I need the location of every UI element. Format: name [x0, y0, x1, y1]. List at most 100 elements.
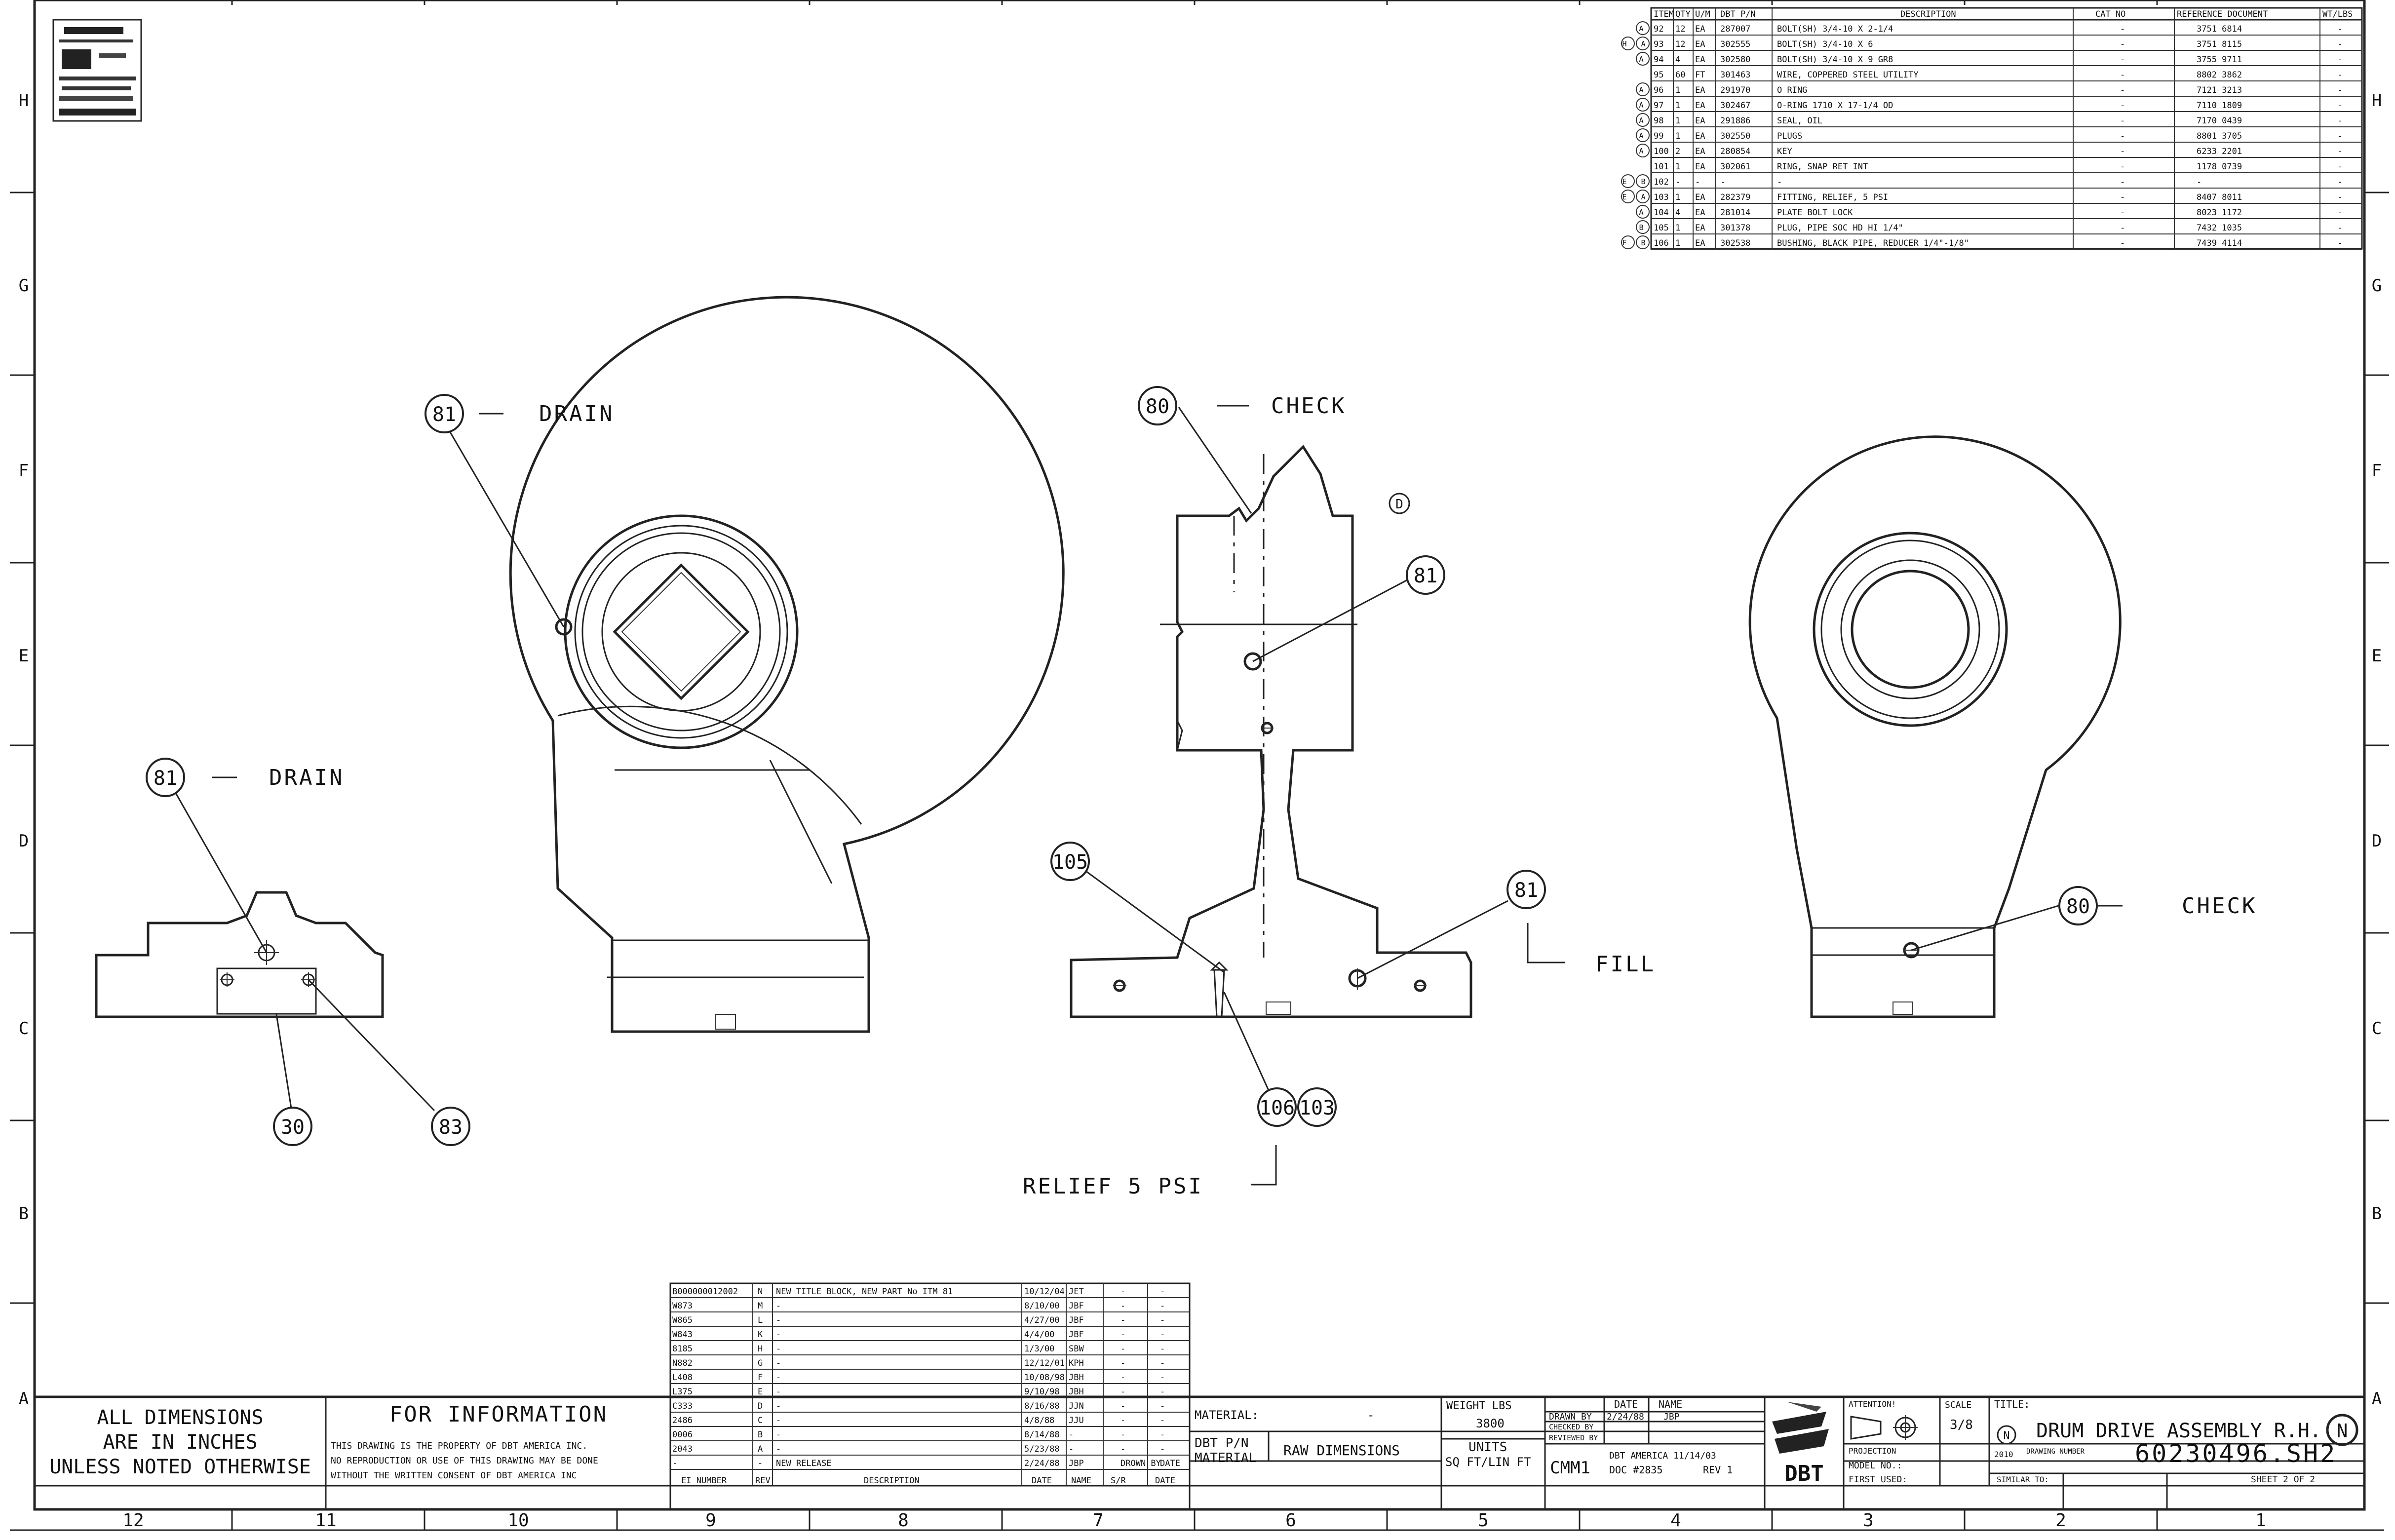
rev-cell-desc: - — [776, 1344, 781, 1354]
rev-cell-ei: 2043 — [672, 1444, 693, 1454]
doc-number: DOC #2835 — [1609, 1464, 1662, 1476]
pl-cell-qty: 1 — [1675, 85, 1680, 95]
pl-cell-desc: FITTING, RELIEF, 5 PSI — [1777, 192, 1888, 202]
pl-cell-qty: 1 — [1675, 101, 1680, 111]
view-back-right — [1748, 435, 2123, 1018]
pl-cell-ref: 6233 2201 — [2197, 147, 2242, 156]
rev-cell-a: - — [1120, 1315, 1125, 1325]
date-header: DATE — [1614, 1398, 1638, 1410]
pl-cell-qty: 60 — [1675, 70, 1685, 80]
rev-head: DATE — [1155, 1476, 1175, 1486]
rev-cell-date: 1/3/00 — [1024, 1344, 1054, 1354]
pl-cell-um: EA — [1695, 208, 1705, 218]
material-label-2: MATERIAL — [1195, 1451, 1256, 1465]
rev-cell-ei: W843 — [672, 1330, 693, 1340]
pl-cell-cat: - — [2120, 238, 2125, 248]
pl-cell-pn: 302550 — [1720, 131, 1750, 141]
pl-cell-pn: 281014 — [1720, 208, 1750, 218]
rev-marker-d-text: D — [1395, 497, 1403, 512]
all-dims-line3: UNLESS NOTED OTHERWISE — [49, 1456, 311, 1478]
rev-cell-desc: - — [776, 1315, 781, 1325]
pl-cell-wt: - — [2337, 116, 2342, 126]
pl-cell-item: 92 — [1654, 24, 1663, 34]
attention-label: ATTENTION! — [1849, 1399, 1896, 1409]
pl-cell-pn: 301463 — [1720, 70, 1750, 80]
pl-cell-desc: KEY — [1777, 147, 1792, 156]
parts-list-table: ITEM QTY U/M DBT P/N DESCRIPTION CAT NO … — [1621, 7, 2363, 250]
pl-cell-qty: 1 — [1675, 162, 1680, 172]
grid-row-d-left: D — [19, 831, 29, 851]
grid-row-labels: H G F E D C B A H G F E D C B A — [19, 91, 2382, 1409]
all-dims-line1: ALL DIMENSIONS — [97, 1406, 263, 1429]
pl-cell-um: EA — [1695, 85, 1705, 95]
pl-rev-mark-icon — [1621, 37, 1635, 50]
grid-row-e-left: E — [19, 646, 29, 666]
property-line3: WITHOUT THE WRITTEN CONSENT OF DBT AMERI… — [331, 1470, 577, 1481]
pl-cell-wt: - — [2337, 131, 2342, 141]
pl-cell-pn: 302061 — [1720, 162, 1750, 172]
label-fill: FILL — [1595, 952, 1656, 977]
view-front-left — [443, 296, 1065, 1033]
pl-rev-mark: F B — [1622, 238, 1650, 247]
pl-cell-item: 106 — [1654, 238, 1669, 248]
pl-cell-qty: 12 — [1675, 24, 1685, 34]
pl-cell-cat: - — [2120, 162, 2125, 172]
grid-row-b-left: B — [19, 1204, 29, 1224]
rev-cell-date: 4/8/88 — [1024, 1416, 1054, 1425]
drawn-date: 2/24/88 — [1607, 1412, 1644, 1422]
pl-cell-cat: - — [2120, 177, 2125, 187]
pl-cell-item: 93 — [1654, 39, 1663, 49]
rev-cell-desc: - — [776, 1430, 781, 1440]
pl-cell-um: EA — [1695, 223, 1705, 233]
grid-col-10: 10 — [507, 1510, 529, 1531]
rev-marker-d: D — [1389, 493, 1410, 514]
pl-cell-cat: - — [2120, 24, 2125, 34]
pl-head-pn: DBT P/N — [1720, 9, 1756, 19]
pl-cell-pn: 301378 — [1720, 223, 1750, 233]
weight-label: WEIGHT LBS — [1446, 1400, 1511, 1412]
balloon-83: 83 — [431, 1107, 470, 1146]
pl-cell-desc: WIRE, COPPERED STEEL UTILITY — [1777, 70, 1919, 80]
material-value: - — [1367, 1408, 1374, 1422]
balloon-106: 106 — [1257, 1087, 1297, 1127]
pl-cell-wt: - — [2337, 177, 2342, 187]
rev-cell-b: - — [1160, 1344, 1165, 1354]
pl-cell-wt: - — [2337, 238, 2342, 248]
rev-cell-date: 8/10/00 — [1024, 1301, 1060, 1311]
pl-rev-mark: E A — [1622, 192, 1650, 201]
pl-cell-item: 105 — [1654, 223, 1669, 233]
rev-cell-name: - — [1069, 1444, 1074, 1454]
pl-cell-ref: 3751 8115 — [2197, 39, 2242, 49]
dbt-pn-label: DBT P/N — [1195, 1436, 1249, 1451]
pl-cell-um: EA — [1695, 162, 1705, 172]
balloon-105-text: 105 — [1052, 851, 1088, 874]
pl-cell-wt: - — [2337, 39, 2342, 49]
label-drain-left: DRAIN — [539, 401, 614, 426]
pl-cell-cat: - — [2120, 116, 2125, 126]
pl-cell-um: EA — [1695, 116, 1705, 126]
grid-col-2: 2 — [2055, 1510, 2066, 1531]
view-section-center — [1070, 405, 1565, 1186]
projection-label: PROJECTION — [1849, 1446, 1896, 1456]
weight-value: 3800 — [1476, 1417, 1505, 1430]
pl-head-item: ITEM — [1654, 9, 1674, 19]
pl-cell-cat: - — [2120, 147, 2125, 156]
pl-cell-item: 94 — [1654, 55, 1663, 65]
approval-stamp — [52, 19, 142, 122]
pl-cell-pn: 302580 — [1720, 55, 1750, 65]
rev-cell-a: - — [1120, 1373, 1125, 1383]
pl-cell-qty: 4 — [1675, 208, 1680, 218]
pl-head-ref: REFERENCE DOCUMENT — [2177, 9, 2268, 19]
balloon-81-fill-text: 81 — [1514, 879, 1538, 902]
parts-list-header: ITEM QTY U/M DBT P/N DESCRIPTION CAT NO … — [1654, 9, 2353, 19]
pl-rev-mark-icon — [1636, 113, 1650, 127]
scale-label: SCALE — [1945, 1400, 1971, 1410]
pl-cell-um: EA — [1695, 39, 1705, 49]
grid-col-12: 12 — [122, 1510, 144, 1531]
pl-cell-desc: BOLT(SH) 3/4-10 X 2-1/4 — [1777, 24, 1893, 34]
label-check-mid: CHECK — [1271, 393, 1346, 419]
grid-row-b-right: B — [2372, 1204, 2382, 1224]
pl-cell-ref: 3751 6814 — [2197, 24, 2242, 34]
rev-cell-b: - — [1160, 1444, 1165, 1454]
